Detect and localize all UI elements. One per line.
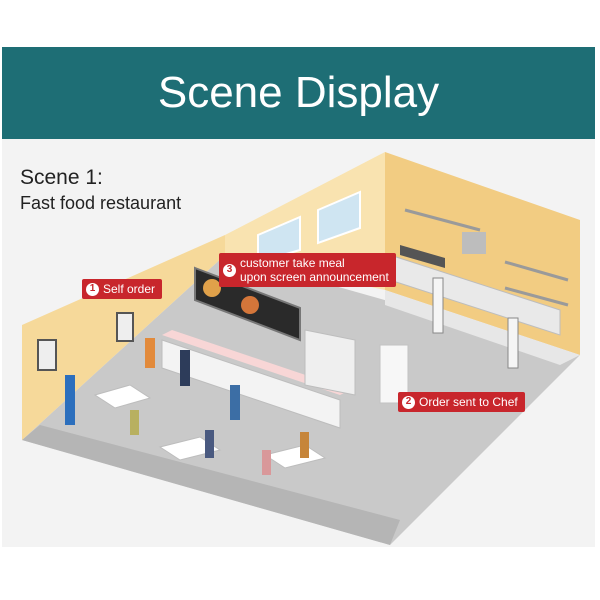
person [65,375,75,425]
callout-self-order: 1 Self order [82,279,163,299]
kiosk-left [37,339,57,371]
person [145,338,155,368]
stove [400,245,445,268]
shelf-2 [504,260,569,282]
header-banner: Scene Display [2,47,595,139]
person [205,430,214,458]
menu-dish [203,279,221,297]
floor-shade [22,425,400,545]
callout-number: 1 [86,282,99,296]
person [262,450,271,475]
service-counter [161,339,341,429]
callout-text: Order sent to Chef [419,395,518,409]
scene-title: Scene 1: [20,166,103,189]
callout-number: 3 [223,263,236,277]
table [93,384,152,409]
pickup-cabinet [304,329,356,396]
shelf-3 [504,286,569,307]
person [300,432,309,458]
kiosk-right [116,312,134,342]
callout-text-line1: customer take meal [240,256,345,270]
person [180,350,190,386]
callout-number: 2 [402,395,415,409]
callout-text-line2: upon screen announcement [240,270,389,284]
callout-take-meal: 3 customer take meal upon screen announc… [219,253,396,287]
shelf-1 [404,208,481,232]
callout-text: Self order [103,282,156,296]
person [230,385,240,420]
window-right [317,190,361,245]
counter-top [162,330,350,395]
scene-subtitle: Fast food restaurant [20,193,182,213]
person [130,410,139,435]
range-hood [462,232,486,254]
person [507,317,519,369]
page-title: Scene Display [157,68,440,117]
menu-dish [241,296,259,314]
callout-order-chef: 2 Order sent to Chef [398,392,525,412]
table [263,444,327,469]
person [432,277,444,334]
